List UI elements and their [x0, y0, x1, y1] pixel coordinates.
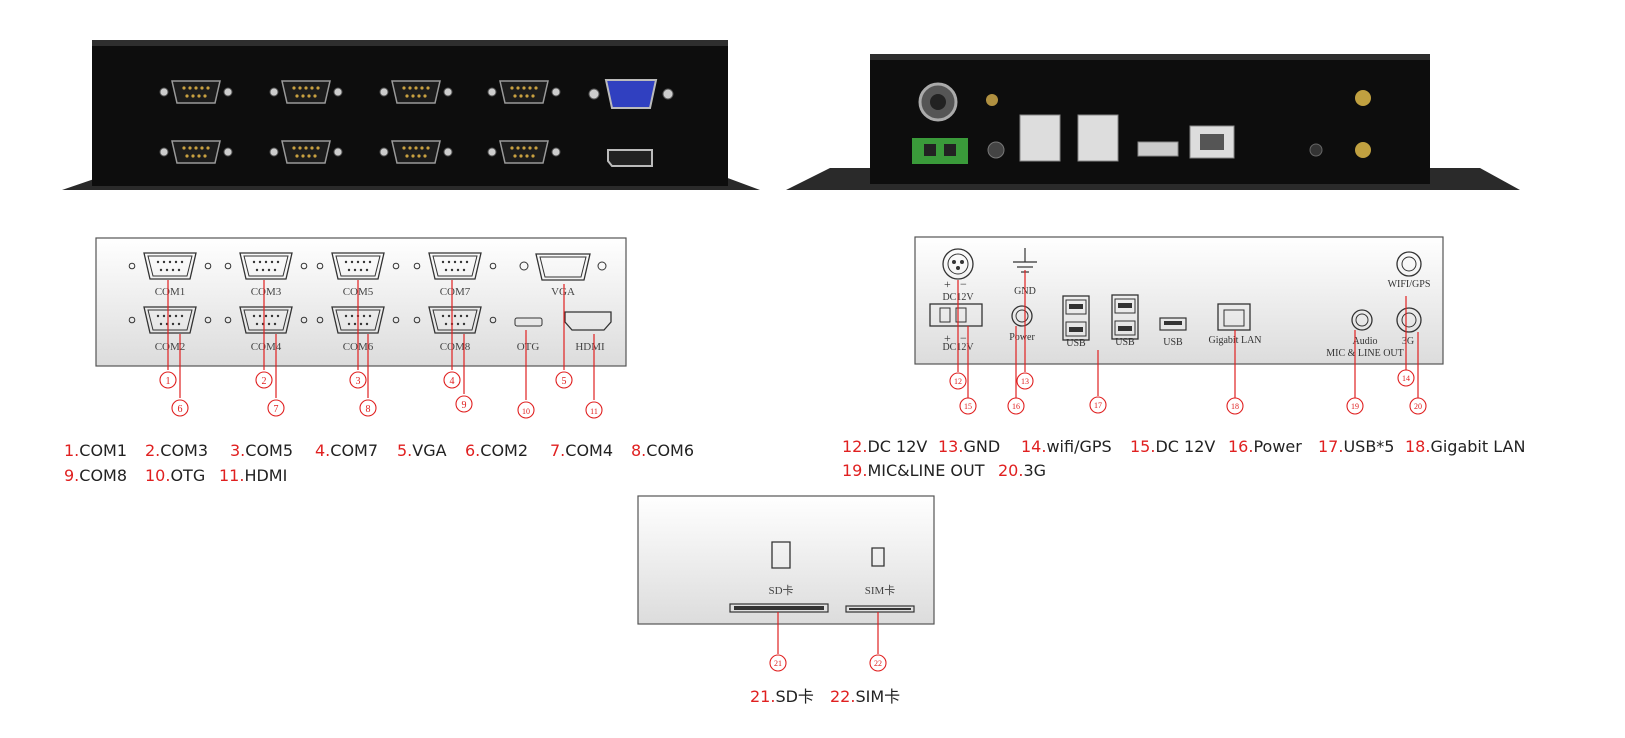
callout-15: 15	[964, 402, 972, 411]
legend-item-2: 2.COM3	[145, 441, 209, 460]
port-label-com7: COM7	[440, 286, 471, 298]
svg-text:−: −	[960, 331, 967, 345]
callout-19: 19	[1351, 402, 1359, 411]
legend-item-6: 6.COM2	[465, 441, 529, 460]
legend-item-12: 12.DC 12V	[842, 437, 928, 456]
callout-14: 14	[1402, 374, 1410, 383]
port-label-hdmi: HDMI	[575, 341, 605, 353]
callout-9: 9	[462, 400, 467, 411]
legend-item-5: 5.VGA	[397, 441, 447, 460]
port-label-com8: COM8	[440, 341, 471, 353]
port-label-usb-2: USB	[1115, 337, 1135, 348]
legend-item-19: 19.MIC&LINE OUT	[842, 461, 985, 480]
callout-20: 20	[1414, 402, 1422, 411]
port-label-power: Power	[1009, 332, 1035, 343]
callout-13: 13	[1021, 377, 1029, 386]
callout-6: 6	[178, 404, 183, 415]
legend-item-14: 14.wifi/GPS	[1021, 437, 1112, 456]
callout-3: 3	[356, 376, 361, 387]
rear-device-photo	[786, 54, 1520, 190]
callout-18: 18	[1231, 402, 1239, 411]
legend-item-8: 8.COM6	[631, 441, 695, 460]
port-label-com2: COM2	[155, 341, 186, 353]
callout-2: 2	[262, 376, 267, 387]
svg-text:−: −	[960, 277, 967, 291]
port-label-vga: VGA	[551, 286, 575, 298]
port-label-sd: SD卡	[768, 584, 793, 597]
callout-11: 11	[590, 407, 598, 416]
port-label-com1: COM1	[155, 286, 186, 298]
legend-item-13: 13.GND	[938, 437, 1001, 456]
callout-10: 10	[522, 407, 530, 416]
legend-item-22: 22.SIM卡	[830, 687, 901, 706]
port-label-usb-3: USB	[1163, 337, 1183, 348]
callout-16: 16	[1012, 402, 1020, 411]
svg-text:+: +	[944, 331, 951, 345]
callout-17: 17	[1094, 401, 1102, 410]
port-label-com3: COM3	[251, 286, 282, 298]
port-label-audio: Audio	[1353, 336, 1378, 347]
legend-item-1: 1.COM1	[64, 441, 128, 460]
callout-21: 21	[774, 659, 782, 668]
port-label-com4: COM4	[251, 341, 282, 353]
front-panel-diagram: COM1 COM3 COM5 COM7 VGA COM2 COM4 COM6 C…	[95, 237, 627, 419]
callout-5: 5	[562, 376, 567, 387]
callout-12: 12	[954, 377, 962, 386]
legend-item-20: 20.3G	[998, 461, 1047, 480]
port-label-wifi-gps: WIFI/GPS	[1388, 279, 1431, 290]
legend-item-11: 11.HDMI	[219, 466, 288, 485]
legend-item-3: 3.COM5	[230, 441, 294, 460]
legend-item-7: 7.COM4	[550, 441, 614, 460]
legend-item-9: 9.COM8	[64, 466, 128, 485]
legend-item-16: 16.Power	[1228, 437, 1302, 456]
port-label-usb-1: USB	[1066, 338, 1086, 349]
port-label-sim: SIM卡	[865, 584, 896, 597]
legend-item-18: 18.Gigabit LAN	[1405, 437, 1526, 456]
front-device-photo	[62, 40, 760, 190]
port-label-mic-line-out: MIC & LINE OUT	[1326, 348, 1404, 359]
legend-item-17: 17.USB*5	[1318, 437, 1395, 456]
callout-1: 1	[166, 376, 171, 387]
svg-text:+: +	[944, 277, 951, 291]
callout-4: 4	[450, 376, 455, 387]
port-label-otg: OTG	[517, 341, 540, 353]
callout-8: 8	[366, 404, 371, 415]
callout-7: 7	[274, 404, 279, 415]
legend-item-4: 4.COM7	[315, 441, 379, 460]
legend-item-21: 21.SD卡	[750, 687, 814, 706]
card-panel-diagram: SD卡 SIM卡 21 22	[637, 495, 935, 672]
legend-item-10: 10.OTG	[145, 466, 206, 485]
callout-22: 22	[874, 659, 882, 668]
rear-panel-diagram: + − + − DC12V GND DC12V Power USB USB	[914, 236, 1444, 415]
legend-item-15: 15.DC 12V	[1130, 437, 1216, 456]
port-label-3g: 3G	[1402, 336, 1414, 347]
